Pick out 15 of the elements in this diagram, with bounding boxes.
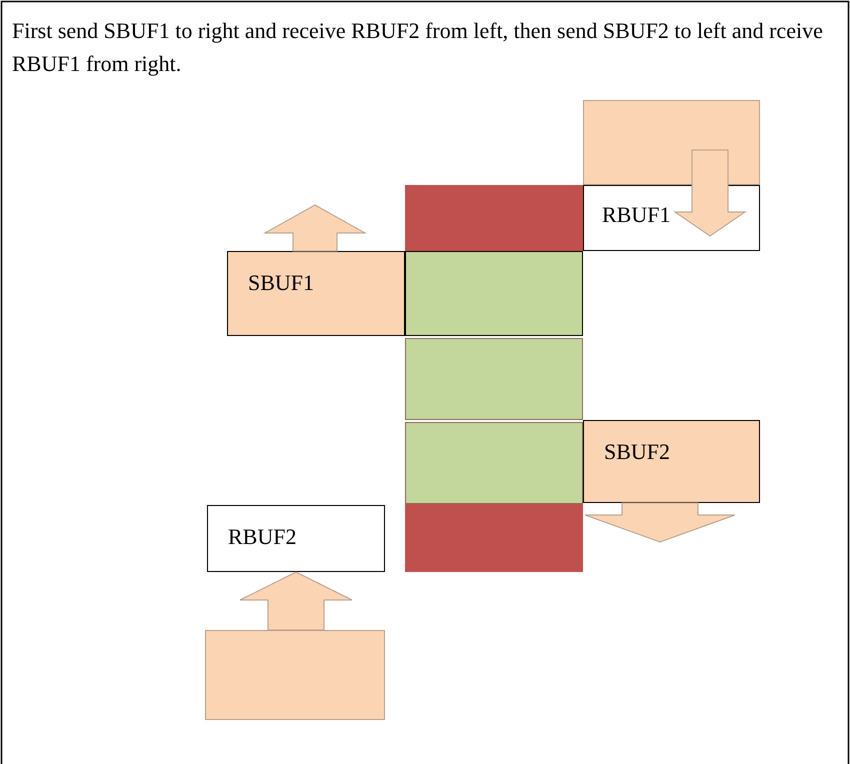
source-block bbox=[205, 630, 385, 720]
buffer-box: SBUF2 bbox=[583, 420, 760, 503]
block-arrow bbox=[584, 502, 736, 543]
block-arrow bbox=[263, 204, 367, 252]
block-arrow bbox=[673, 150, 747, 237]
memory-cell bbox=[405, 504, 583, 572]
buffer-box: SBUF1 bbox=[227, 251, 405, 336]
memory-cell bbox=[405, 422, 583, 504]
block-arrow bbox=[240, 571, 352, 630]
memory-cell bbox=[405, 185, 583, 251]
memory-cell bbox=[405, 251, 583, 336]
source-block bbox=[583, 100, 760, 185]
title: First send SBUF1 to right and receive RBUF2 from left, then send SBUF2 to left and rceive RBUF1 from right. bbox=[12, 17, 824, 78]
buffer-box: RBUF2 bbox=[207, 505, 385, 572]
memory-cell bbox=[405, 338, 583, 420]
